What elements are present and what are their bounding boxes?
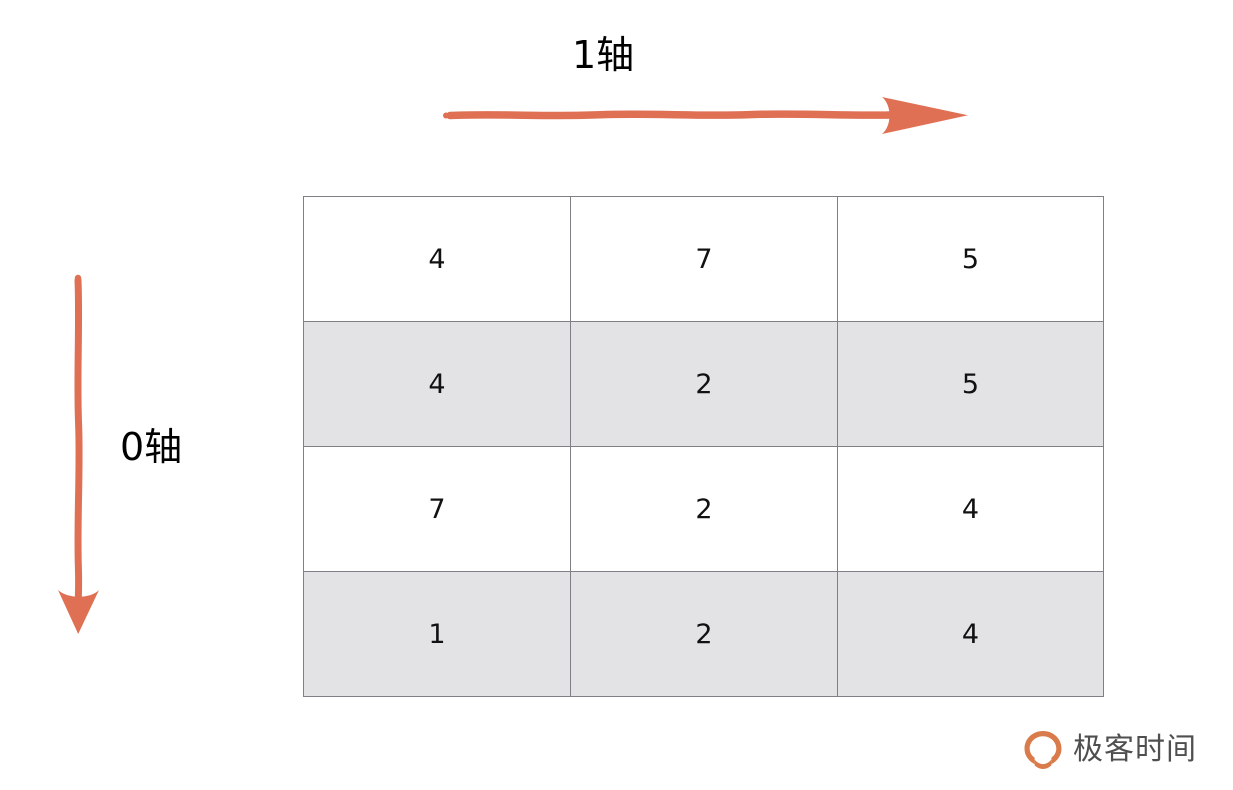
table-cell: 4 [303, 196, 571, 322]
table-cell: 5 [837, 321, 1104, 447]
table-cell: 7 [570, 196, 838, 322]
geekbang-logo-icon [1024, 731, 1062, 769]
table-cell: 1 [303, 571, 571, 697]
table-cell: 5 [837, 196, 1104, 322]
vertical-axis-label: 0轴 [120, 425, 183, 469]
table-row: 4 2 5 [303, 321, 1104, 447]
matrix-table: 4 7 5 4 2 5 7 2 4 1 2 4 [303, 196, 1104, 697]
table-row: 1 2 4 [303, 571, 1104, 697]
table-cell: 4 [837, 446, 1104, 572]
watermark: 极客时间 [1022, 729, 1197, 771]
table-cell: 7 [303, 446, 571, 572]
table-cell: 4 [303, 321, 571, 447]
table-cell: 2 [570, 571, 838, 697]
table-cell: 2 [570, 321, 838, 447]
table-cell: 4 [837, 571, 1104, 697]
arrow-down-icon [58, 274, 99, 634]
table-cell: 2 [570, 446, 838, 572]
arrow-right-icon [443, 97, 968, 134]
watermark-text: 极客时间 [1073, 732, 1197, 767]
table-row: 4 7 5 [303, 196, 1104, 322]
horizontal-axis-label: 1轴 [572, 33, 635, 77]
table-row: 7 2 4 [303, 446, 1104, 572]
